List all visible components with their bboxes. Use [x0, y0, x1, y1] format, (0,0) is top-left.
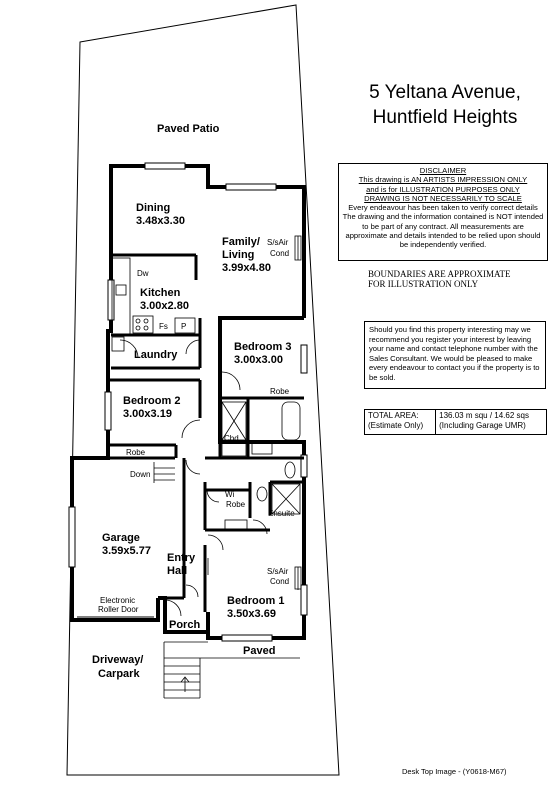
total-area-label: TOTAL AREA:: [368, 411, 419, 420]
driveway-label: Driveway/: [92, 654, 143, 666]
address-line-2: Huntfield Heights: [372, 107, 518, 128]
total-area-table: TOTAL AREA: (Estimate Only) 136.03 m squ…: [363, 409, 547, 435]
boundaries-line-1: BOUNDARIES ARE APPROXIMATE: [368, 269, 511, 279]
disclaimer-line-2: and is for ILLUSTRATION PURPOSES ONLY: [366, 184, 520, 194]
dining-size: 3.48x3.30: [136, 215, 185, 227]
image-reference: Desk Top Image - (Y0618-M67): [402, 767, 507, 776]
bedroom1-aircon: S/sAir: [267, 567, 289, 576]
disclaimer-body: Every endeavour has been taken to verify…: [342, 203, 544, 250]
dining-name: Dining: [136, 202, 170, 214]
total-area-value: 136.03 m squ / 14.62 sqs: [439, 411, 529, 420]
bedroom1-aircon-cond: Cond: [270, 577, 289, 586]
interest-note: Should you find this property interestin…: [364, 321, 546, 389]
total-area-estimate: (Estimate Only): [368, 420, 424, 430]
property-address: 5 Yeltana Avenue, Huntfield Heights: [340, 80, 550, 130]
total-area-values: 136.03 m squ / 14.62 sqs (Including Gara…: [435, 409, 547, 435]
family-aircon: S/sAir: [267, 238, 289, 247]
boundaries-note: BOUNDARIES ARE APPROXIMATE FOR ILLUSTRAT…: [368, 269, 548, 289]
disclaimer-line-1: This drawing is AN ARTISTS IMPRESSION ON…: [358, 175, 528, 185]
dishwasher-label: Dw: [137, 269, 149, 278]
paved-label: Paved: [243, 645, 275, 657]
total-area-garage-note: (Including Garage UMR): [439, 420, 526, 430]
garage-door-label-2: Roller Door: [98, 605, 139, 614]
garage-name: Garage: [102, 532, 140, 544]
kitchen-name: Kitchen: [140, 287, 181, 299]
bedroom1-name: Bedroom 1: [227, 595, 284, 607]
kitchen-size: 3.00x2.80: [140, 300, 189, 312]
address-line-1: 5 Yeltana Avenue,: [369, 82, 521, 103]
bedroom3-robe: Robe: [270, 387, 290, 396]
patio-label: Paved Patio: [157, 123, 220, 135]
bedroom1-size: 3.50x3.69: [227, 608, 276, 620]
entry-name: Entry: [167, 552, 196, 564]
walk-in-label: Wi: [225, 490, 235, 499]
bedroom2-name: Bedroom 2: [123, 395, 180, 407]
porch-name: Porch: [169, 619, 200, 631]
front-steps: [163, 641, 300, 699]
stairs-down-label: Down: [130, 470, 150, 479]
family-name: Family/: [222, 236, 260, 248]
living-name: Living: [222, 249, 254, 261]
bedroom2-size: 3.00x3.19: [123, 408, 172, 420]
hall-name: Hall: [167, 565, 187, 577]
family-size: 3.99x4.80: [222, 262, 271, 274]
carpark-label: Carpark: [98, 668, 140, 680]
garage-size: 3.59x5.77: [102, 545, 151, 557]
disclaimer-heading: DISCLAIMER: [419, 166, 467, 175]
cupboard-label: Cbd: [224, 434, 239, 443]
windows: [68, 162, 308, 642]
laundry-name: Laundry: [134, 349, 178, 361]
fixtures: [111, 235, 302, 590]
pantry-label: P: [181, 322, 186, 331]
interior-walls: [108, 253, 304, 612]
door-swings: [119, 339, 268, 617]
bedroom2-robe: Robe: [126, 448, 146, 457]
boundaries-line-2: FOR ILLUSTRATION ONLY: [368, 279, 479, 289]
family-aircon-cond: Cond: [270, 249, 289, 258]
bedroom3-name: Bedroom 3: [234, 341, 291, 353]
total-area-labels: TOTAL AREA: (Estimate Only): [363, 409, 437, 435]
fridge-space-label: Fs: [159, 322, 168, 331]
ensuite-robe-label: Robe: [226, 500, 246, 509]
disclaimer-line-3: DRAWING IS NOT NECESSARILY TO SCALE: [364, 193, 522, 203]
bedroom3-size: 3.00x3.00: [234, 354, 283, 366]
ensuite-label: Ensuite: [268, 509, 295, 518]
garage-door-label: Electronic: [100, 596, 135, 605]
disclaimer-box: DISCLAIMER This drawing is AN ARTISTS IM…: [338, 163, 548, 261]
